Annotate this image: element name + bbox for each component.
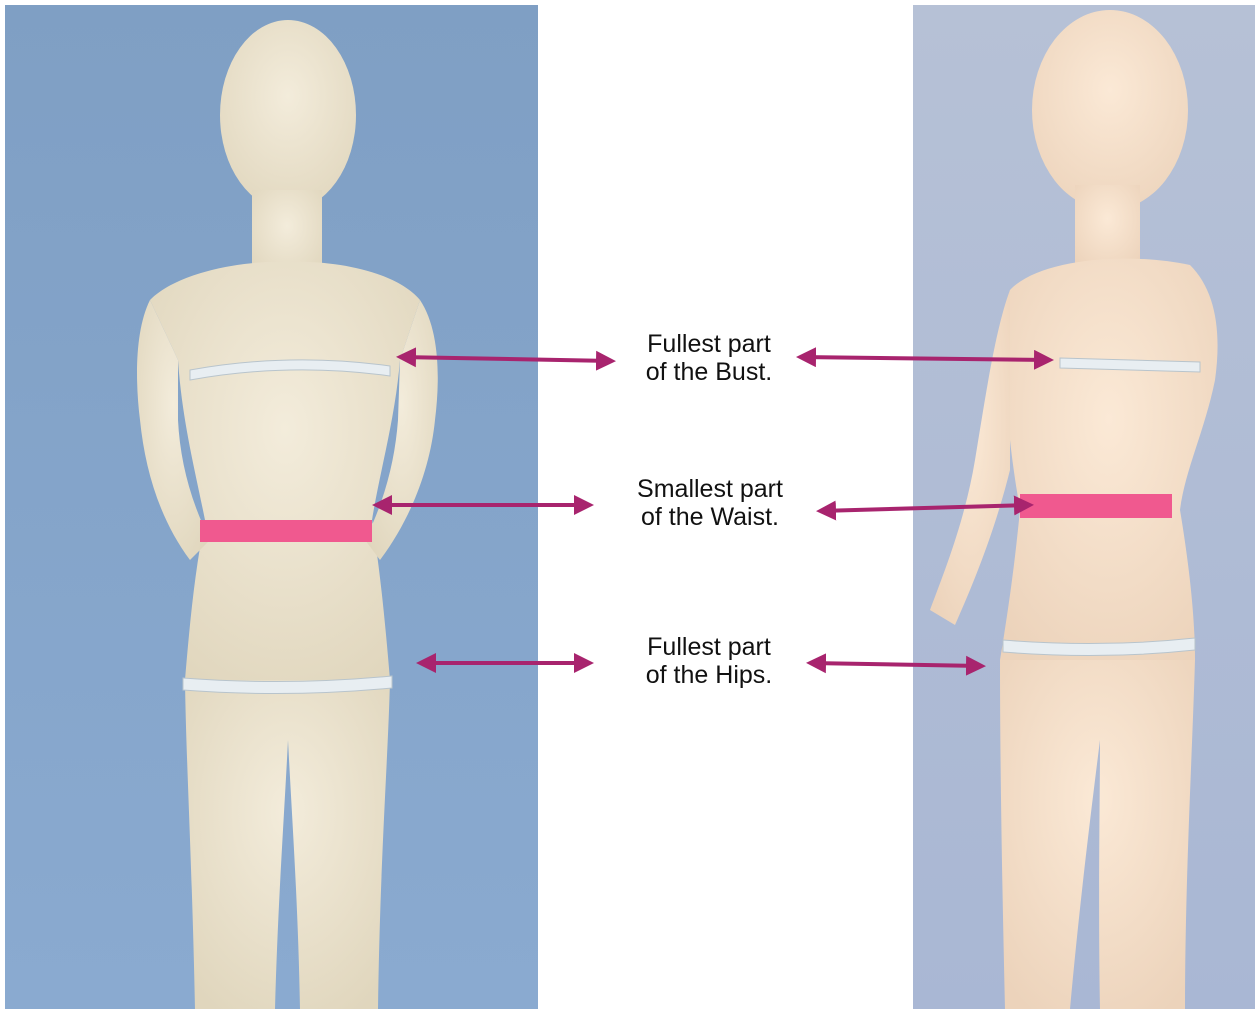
waist-label-line1: Smallest part: [600, 475, 820, 503]
front-waist-tape: [200, 520, 372, 542]
waist-label-line2: of the Waist.: [600, 503, 820, 531]
hips-label: Fullest part of the Hips.: [614, 633, 804, 689]
back-waist-tape: [1020, 494, 1172, 518]
bust-label-line1: Fullest part: [614, 330, 804, 358]
bust-label-line2: of the Bust.: [614, 358, 804, 386]
hips-label-line1: Fullest part: [614, 633, 804, 661]
waist-label: Smallest part of the Waist.: [600, 475, 820, 531]
hips-label-line2: of the Hips.: [614, 661, 804, 689]
bust-label: Fullest part of the Bust.: [614, 330, 804, 386]
